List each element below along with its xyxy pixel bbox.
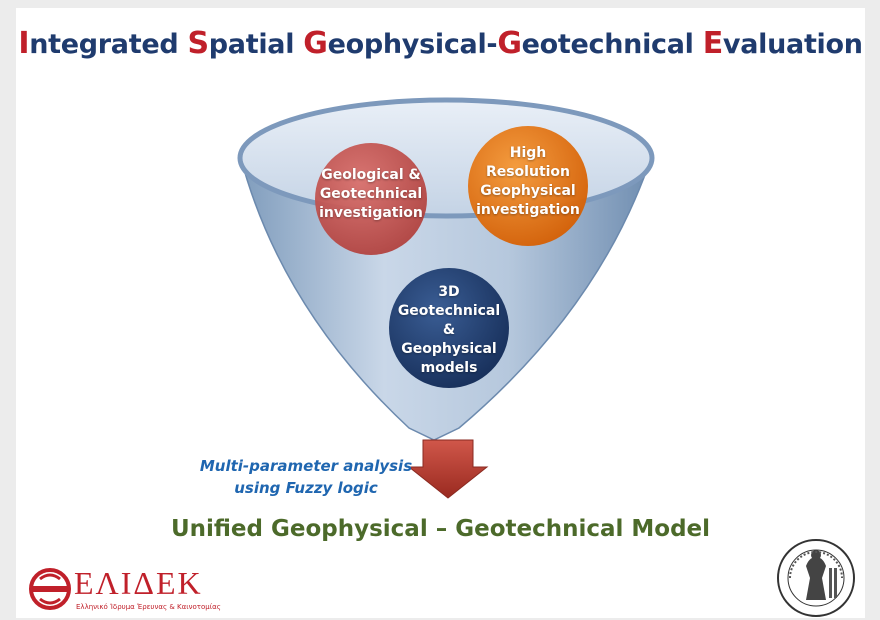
slide: Integrated Spatial Geophysical-Geotechni…	[16, 8, 865, 618]
elidek-wordmark: ΕΛΙΔΕΚ	[74, 565, 203, 601]
elidek-emblem-icon	[29, 568, 71, 610]
funnel-rim	[237, 97, 655, 219]
title-part-3: Geophysical-	[303, 26, 498, 61]
university-seal-icon	[777, 539, 855, 617]
title-part-2: Spatial	[187, 26, 304, 61]
models-circle	[389, 268, 509, 388]
geological-label: Geological & Geotechnical investigation	[319, 167, 423, 221]
title-part-1: Integrated	[18, 26, 188, 61]
geophysical-label: High Resolution Geophysical investigatio…	[476, 145, 580, 218]
geological-circle	[315, 143, 427, 255]
title-part-4: Geotechnical	[497, 26, 703, 61]
funnel-diagram	[237, 97, 655, 499]
analysis-caption: Multi-parameter analysis using Fuzzy log…	[199, 457, 413, 497]
geophysical-circle	[468, 126, 588, 246]
elidek-subtitle: Ελληνικό Ίδρυμα Έρευνας & Καινοτομίας	[76, 603, 221, 611]
models-label: 3D Geotechnical & Geophysical models	[397, 284, 501, 376]
down-arrow-icon	[407, 439, 489, 499]
slide-title: Integrated Spatial Geophysical-Geotechni…	[16, 26, 865, 61]
result-heading: Unified Geophysical – Geotechnical Model	[170, 516, 711, 542]
title-part-5: Evaluation	[702, 26, 863, 61]
elidek-logo: ΕΛΙΔΕΚ Ελληνικό Ίδρυμα Έρευνας & Καινοτο…	[26, 563, 266, 618]
